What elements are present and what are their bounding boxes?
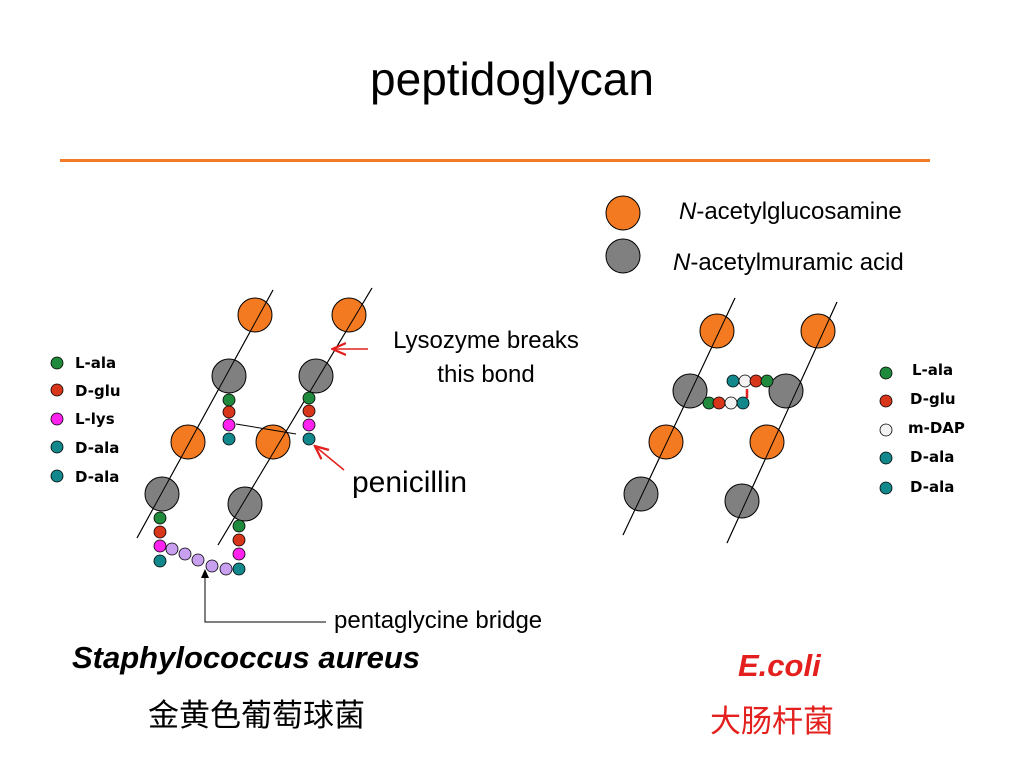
d-ala-residue [232, 562, 246, 576]
l-ala-residue [760, 374, 774, 388]
ecoli-nam-sugar [724, 483, 760, 519]
d-ala-residue [736, 396, 750, 410]
pentaglycine-bridge-label: pentaglycine bridge [334, 607, 542, 634]
staph-nag-sugar [237, 297, 273, 333]
d-ala-residue [302, 432, 316, 446]
staph-nag-sugar [170, 424, 206, 460]
d-glu-residue [153, 525, 167, 539]
d-ala-residue [222, 432, 236, 446]
m-dap-residue [738, 374, 752, 388]
staph-nam-sugar [211, 358, 247, 394]
ecoli-nam-sugar [768, 373, 804, 409]
legend-nag-swatch [605, 195, 641, 231]
l-lys-residue [302, 418, 316, 432]
legend-nam-prefix: N [673, 249, 691, 276]
ecoli-panel: L-ala D-glu m-DAP D-ala D-ala [622, 297, 965, 544]
ecoli-nam-sugar [623, 476, 659, 512]
key-label: D-ala [75, 468, 119, 486]
key-label: D-ala [910, 478, 954, 496]
key-l-ala-swatch [50, 356, 64, 370]
ecoli-nam-sugar [672, 373, 708, 409]
d-glu-residue [712, 396, 726, 410]
legend-nam-suffix: -acetylmuramic acid [690, 249, 903, 276]
staph-crosslink [235, 423, 297, 435]
key-d-ala-swatch [50, 469, 64, 483]
key-l-ala-swatch [879, 366, 893, 380]
l-lys-residue [153, 539, 167, 553]
ecoli-species-name: E.coli [738, 648, 821, 683]
title-underline [60, 159, 930, 162]
l-ala-residue [222, 393, 236, 407]
ecoli-nag-sugar [749, 424, 785, 460]
key-d-glu-swatch [50, 383, 64, 397]
legend: N-acetylglucosamine N-acetylmuramic acid [605, 195, 904, 276]
legend-nam-swatch [605, 238, 641, 274]
ecoli-glycan-strand-right-overlay [726, 301, 838, 544]
key-label: L-ala [75, 354, 116, 372]
lysozyme-note-line2: this bond [437, 361, 534, 388]
m-dap-residue [724, 396, 738, 410]
penicillin-arrow [316, 447, 345, 471]
glycine-residue [219, 562, 233, 576]
key-d-ala-swatch [879, 481, 893, 495]
ecoli-glycan-strand-left-overlay [622, 297, 736, 536]
l-ala-residue [302, 391, 316, 405]
staph-nag-sugar [255, 424, 291, 460]
l-lys-residue [222, 418, 236, 432]
staph-species-name: Staphylococcus aureus [72, 640, 421, 675]
d-glu-residue [302, 404, 316, 418]
staph-glycan-strand-left-overlay [136, 289, 274, 539]
key-label: D-glu [910, 390, 956, 408]
legend-nag-suffix: -acetylglucosamine [696, 198, 901, 225]
d-ala-residue [726, 374, 740, 388]
legend-nag-label: N-acetylglucosamine [679, 198, 902, 225]
l-lys-residue [232, 547, 246, 561]
key-label: m-DAP [908, 419, 965, 437]
key-label: D-ala [75, 439, 119, 457]
bridge-pointer [201, 569, 326, 623]
ecoli-amino-key: L-ala D-glu m-DAP D-ala D-ala [879, 361, 965, 496]
glycine-residue [165, 542, 179, 556]
glycine-residue [178, 547, 192, 561]
key-label: L-ala [912, 361, 953, 379]
d-glu-residue [749, 374, 763, 388]
staph-amino-key: L-ala D-glu L-lys D-ala D-ala [50, 354, 121, 486]
lysozyme-note-line1: Lysozyme breaks [393, 327, 579, 354]
key-d-ala-swatch [50, 440, 64, 454]
glycine-residue [191, 553, 205, 567]
page-title: peptidoglycan [370, 53, 654, 105]
key-label: D-glu [75, 382, 121, 400]
d-glu-residue [222, 405, 236, 419]
legend-nam-label: N-acetylmuramic acid [673, 249, 904, 276]
ecoli-species-chinese: 大肠杆菌 [710, 704, 834, 740]
d-glu-residue [232, 533, 246, 547]
staph-nam-sugar [144, 476, 180, 512]
ecoli-nag-sugar [800, 313, 836, 349]
staph-nag-sugar [331, 297, 367, 333]
key-l-lys-swatch [50, 412, 64, 426]
ecoli-nag-sugar [648, 424, 684, 460]
staph-species-chinese: 金黄色葡萄球菌 [148, 698, 365, 734]
staph-panel: L-ala D-glu L-lys D-ala D-ala Lysozyme b… [50, 287, 579, 634]
d-ala-residue [153, 554, 167, 568]
legend-nag-prefix: N [679, 198, 697, 225]
l-ala-residue [232, 519, 246, 533]
key-label: D-ala [910, 448, 954, 466]
ecoli-nag-sugar [699, 313, 735, 349]
staph-nam-sugar [298, 358, 334, 394]
staph-glycan-strand-right-overlay [217, 287, 373, 546]
key-m-dap-swatch [879, 423, 893, 437]
l-ala-residue [153, 511, 167, 525]
key-d-glu-swatch [879, 394, 893, 408]
key-label: L-lys [75, 410, 115, 428]
key-d-ala-swatch [879, 451, 893, 465]
glycine-residue [205, 559, 219, 573]
staph-nam-sugar [227, 486, 263, 522]
penicillin-label: penicillin [352, 466, 467, 499]
